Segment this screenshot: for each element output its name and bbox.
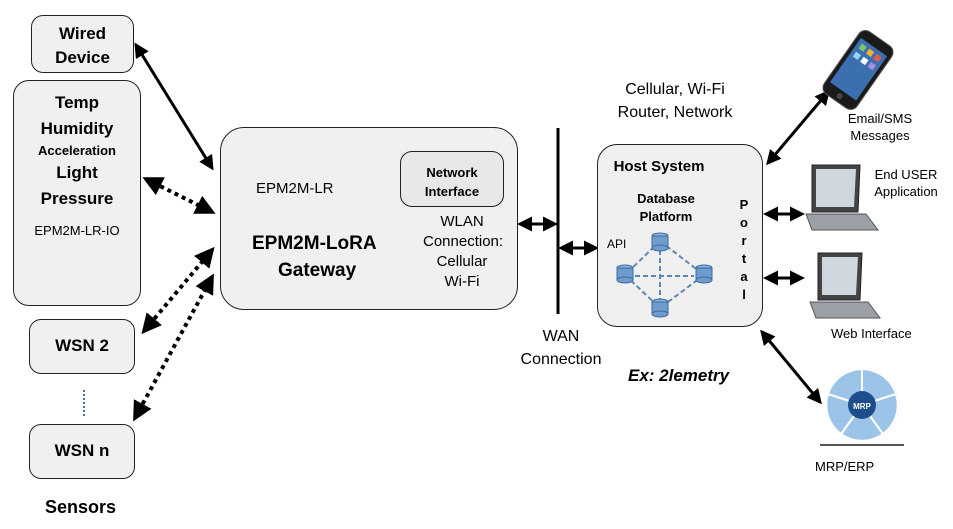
mrp-erp-label: MRP/ERP bbox=[815, 459, 875, 474]
multi-sensor-pressure: Pressure bbox=[40, 189, 114, 208]
database-node-icon bbox=[651, 298, 669, 318]
database-node-icon bbox=[651, 232, 669, 252]
wsnn-label: WSN n bbox=[54, 441, 110, 460]
example-label: Ex: 2lemetry bbox=[628, 366, 730, 385]
multi-sensor-model: EPM2M-LR-IO bbox=[34, 223, 120, 238]
multi-sensor-box bbox=[13, 80, 141, 306]
wsn2-box bbox=[29, 319, 135, 374]
multi-sensor-temp: Temp bbox=[54, 93, 100, 112]
database-node-icon bbox=[616, 264, 634, 284]
database-node-icon bbox=[695, 264, 713, 284]
host-system-title: Host System bbox=[613, 158, 705, 175]
arrow-host-mrp bbox=[760, 329, 822, 405]
gateway-model: EPM2M-LR bbox=[256, 180, 334, 197]
gateway-title-line2: Gateway bbox=[278, 260, 357, 281]
arrow-host-phone bbox=[766, 89, 830, 166]
wsn2-label: WSN 2 bbox=[55, 336, 109, 355]
multi-sensor-acceleration: Acceleration bbox=[37, 143, 117, 158]
gateway-title-line1: EPM2M-LoRA bbox=[252, 233, 377, 254]
sensors-group-label: Sensors bbox=[45, 497, 117, 517]
arrow-wsnn-gateway bbox=[133, 273, 214, 422]
wired-device-box bbox=[31, 15, 134, 73]
mrp-center-text: MRP bbox=[853, 402, 871, 411]
web-interface-label: Web Interface bbox=[831, 326, 912, 341]
host-system-box bbox=[597, 144, 763, 327]
arrow-wired-gateway bbox=[134, 42, 214, 171]
api-label: API bbox=[607, 237, 627, 251]
wsnn-box bbox=[29, 424, 135, 479]
multi-sensor-light: Light bbox=[56, 163, 98, 182]
network-interface-box bbox=[400, 151, 504, 207]
multi-sensor-humidity: Humidity bbox=[40, 119, 114, 138]
